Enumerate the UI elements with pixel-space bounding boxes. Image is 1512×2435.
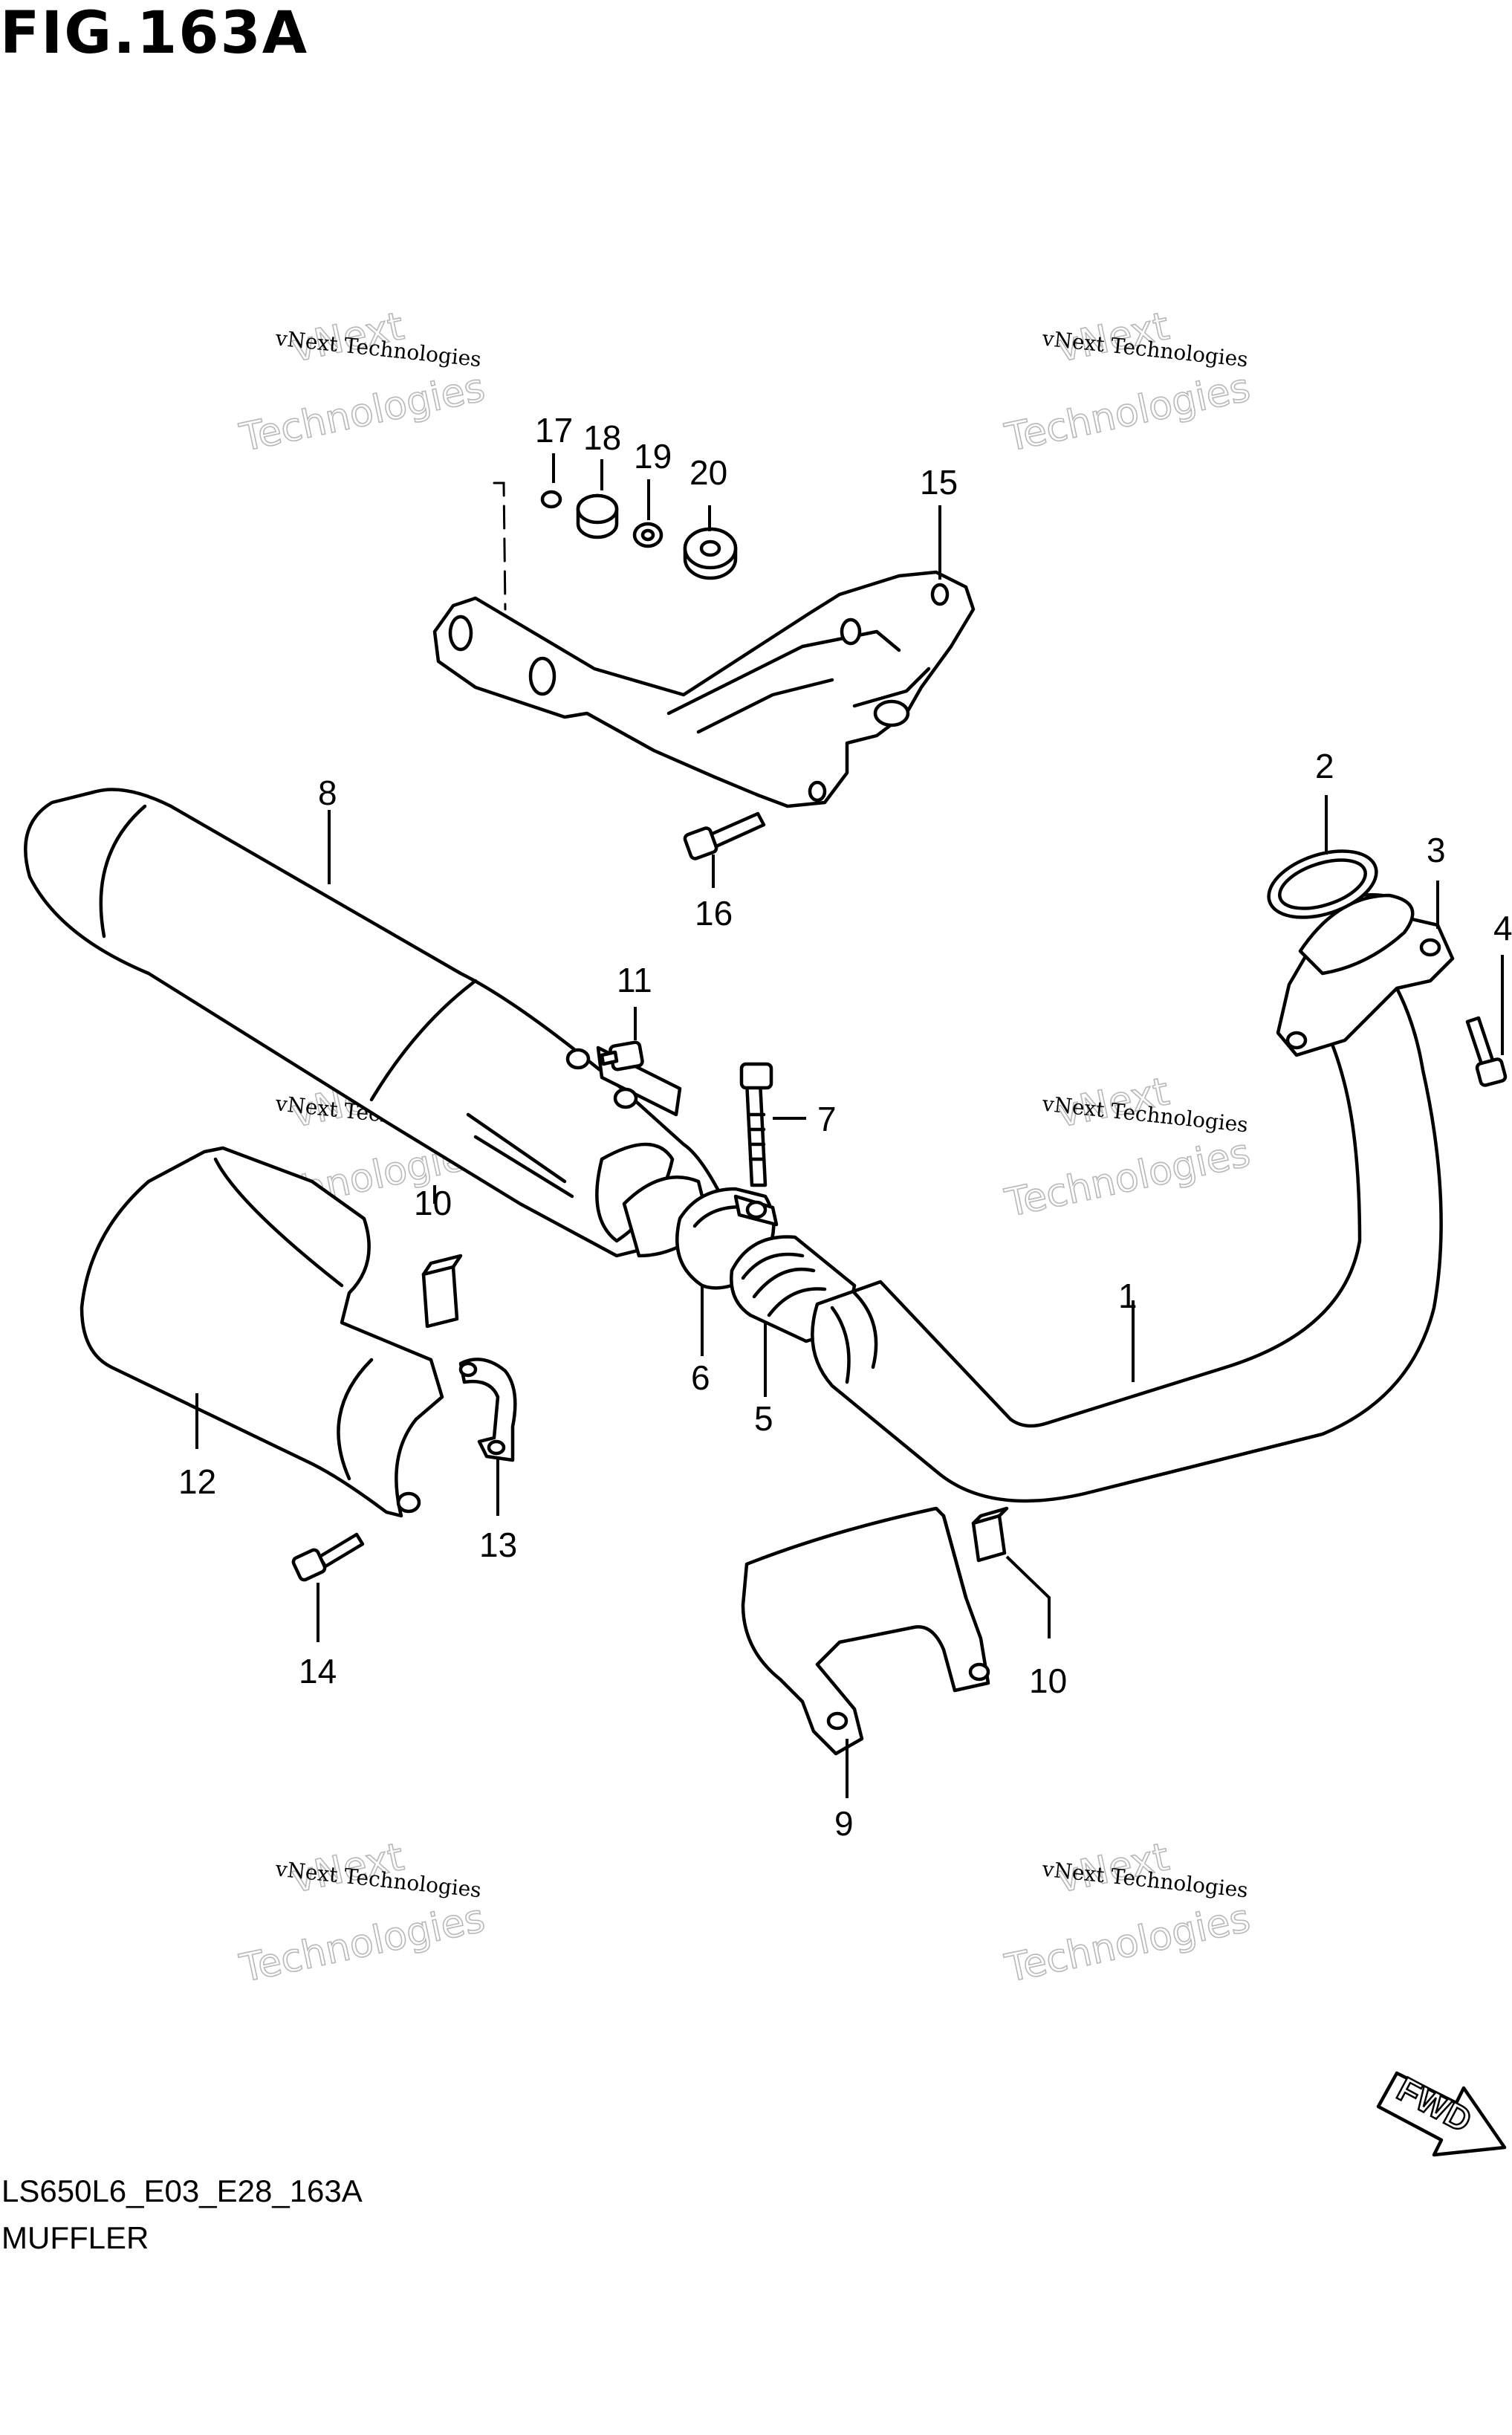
- exhaust-pipe-1: [811, 956, 1443, 1503]
- callout-11: 11: [617, 961, 652, 999]
- diagram-code: LS650L6_E03_E28_163A: [1, 2173, 363, 2208]
- cover-bracket-13: [458, 1358, 517, 1462]
- callout-18: 18: [583, 418, 621, 457]
- callout-7: 7: [817, 1100, 837, 1138]
- callout-2: 2: [1315, 747, 1334, 785]
- callout-4: 4: [1493, 909, 1512, 947]
- cushion-10-right: [971, 1506, 1009, 1563]
- leader-lines: [195, 453, 1504, 1798]
- callout-9: 9: [834, 1804, 854, 1843]
- screw-14: [291, 1532, 365, 1582]
- callout-10-left: 10: [414, 1184, 452, 1222]
- section-name: MUFFLER: [1, 2220, 149, 2255]
- washer-19: [632, 522, 663, 548]
- callout-labels: 1 2 3 4 5 6 7 8 9 10 10 11 12 13 14 15 1…: [178, 411, 1512, 1843]
- cushion-10-left: [421, 1254, 463, 1329]
- svg-text:Technologies: Technologies: [1001, 1896, 1253, 1991]
- gasket-2: [1267, 849, 1378, 919]
- bolt-7: [739, 1062, 773, 1187]
- watermark-middle-right: vNext Technologies vNext Technologies: [1001, 1069, 1255, 1226]
- bushing-18: [576, 493, 619, 539]
- figure-title: FIG.163A: [0, 0, 309, 67]
- svg-text:Technologies: Technologies: [236, 366, 488, 461]
- watermark-bottom-left: vNext Technologies vNext Technologies: [236, 1834, 490, 1991]
- svg-text:Technologies: Technologies: [236, 1896, 488, 1991]
- callout-10-right: 10: [1029, 1661, 1067, 1700]
- callout-5: 5: [754, 1399, 773, 1438]
- callout-6: 6: [691, 1358, 710, 1397]
- callout-15: 15: [920, 463, 958, 502]
- muffler-cover-12: [80, 1146, 444, 1518]
- svg-text:Technologies: Technologies: [1001, 366, 1253, 461]
- exhaust-pipe-flange-3: [1276, 893, 1455, 1057]
- callout-3: 3: [1427, 831, 1446, 869]
- callout-12: 12: [178, 1462, 216, 1501]
- watermark-top-left: vNext Technologies vNext Technologies: [236, 303, 490, 461]
- callout-19: 19: [634, 437, 672, 476]
- callout-13: 13: [479, 1525, 517, 1564]
- watermark-top-right: vNext Technologies vNext Technologies: [1001, 303, 1255, 461]
- bolt-16: [683, 811, 766, 860]
- screw-11: [600, 1040, 644, 1071]
- callout-1: 1: [1118, 1277, 1138, 1315]
- callout-8: 8: [318, 774, 337, 812]
- callout-14: 14: [299, 1652, 337, 1690]
- fwd-arrow-icon: FWD: [1376, 2068, 1507, 2157]
- exhaust-pipe-cover-9: [741, 1506, 990, 1756]
- collar-17: [540, 490, 562, 509]
- muffler-bracket-15: [432, 570, 976, 808]
- callout-20: 20: [690, 453, 727, 492]
- bolt-4: [1465, 1016, 1508, 1087]
- svg-text:Technologies: Technologies: [1001, 1131, 1253, 1226]
- nut-20: [683, 527, 738, 580]
- callout-16: 16: [695, 894, 733, 933]
- callout-17: 17: [535, 411, 573, 450]
- watermark-bottom-right: vNext Technologies vNext Technologies: [1001, 1834, 1255, 1991]
